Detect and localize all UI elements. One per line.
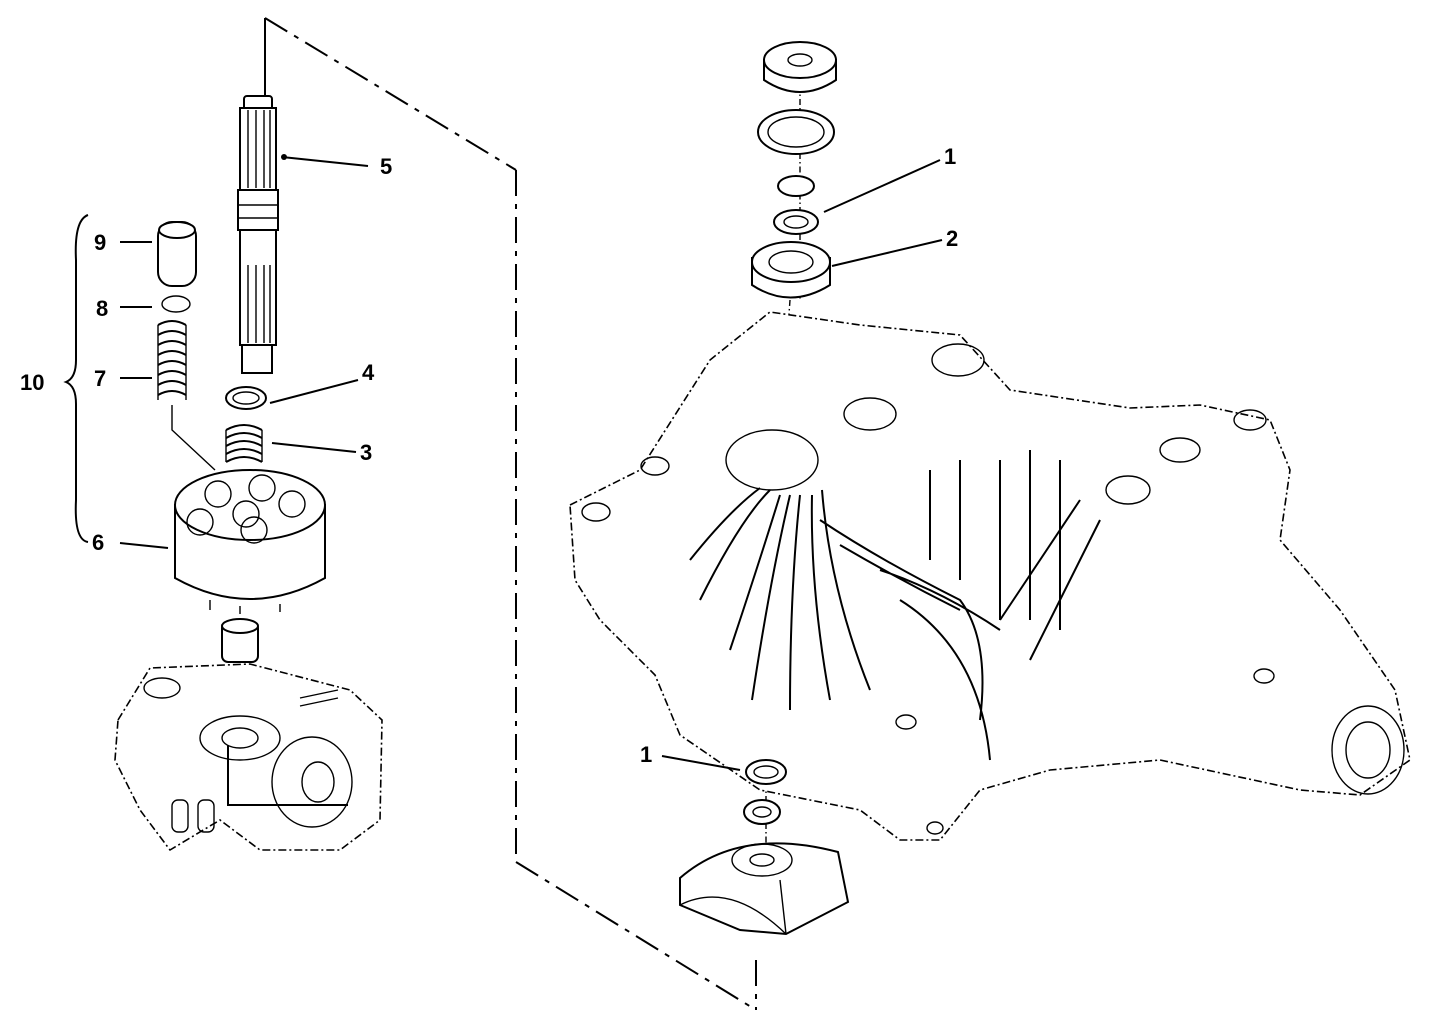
callout-5: 5 <box>380 154 392 179</box>
shaft-spring <box>225 424 263 463</box>
lower-seal <box>743 759 787 825</box>
callout-6: 6 <box>92 530 104 555</box>
callout-4: 4 <box>362 360 375 385</box>
callout-7: 7 <box>94 366 106 391</box>
swash-plate-block <box>679 842 850 936</box>
seal-stack <box>751 41 837 299</box>
center-section <box>114 663 383 852</box>
retaining-ring <box>225 386 267 410</box>
callout-3: 3 <box>360 440 372 465</box>
callout-1-bottom: 1 <box>640 742 652 767</box>
bearing-sleeve <box>221 618 259 663</box>
callout-10: 10 <box>20 370 44 395</box>
callout-1-top: 1 <box>944 144 956 169</box>
check-ring <box>161 295 191 313</box>
callouts: 1 2 3 4 5 6 7 8 9 10 1 <box>20 144 958 767</box>
callout-9: 9 <box>94 230 106 255</box>
leader-lines <box>119 154 943 771</box>
spring-pin <box>157 221 197 287</box>
coil-spring <box>157 320 216 471</box>
group-bracket <box>63 214 89 543</box>
callout-2: 2 <box>946 226 958 251</box>
transmission-housing <box>569 311 1411 841</box>
cylinder-block <box>174 469 326 614</box>
pump-shaft <box>237 95 279 374</box>
callout-8: 8 <box>96 296 108 321</box>
